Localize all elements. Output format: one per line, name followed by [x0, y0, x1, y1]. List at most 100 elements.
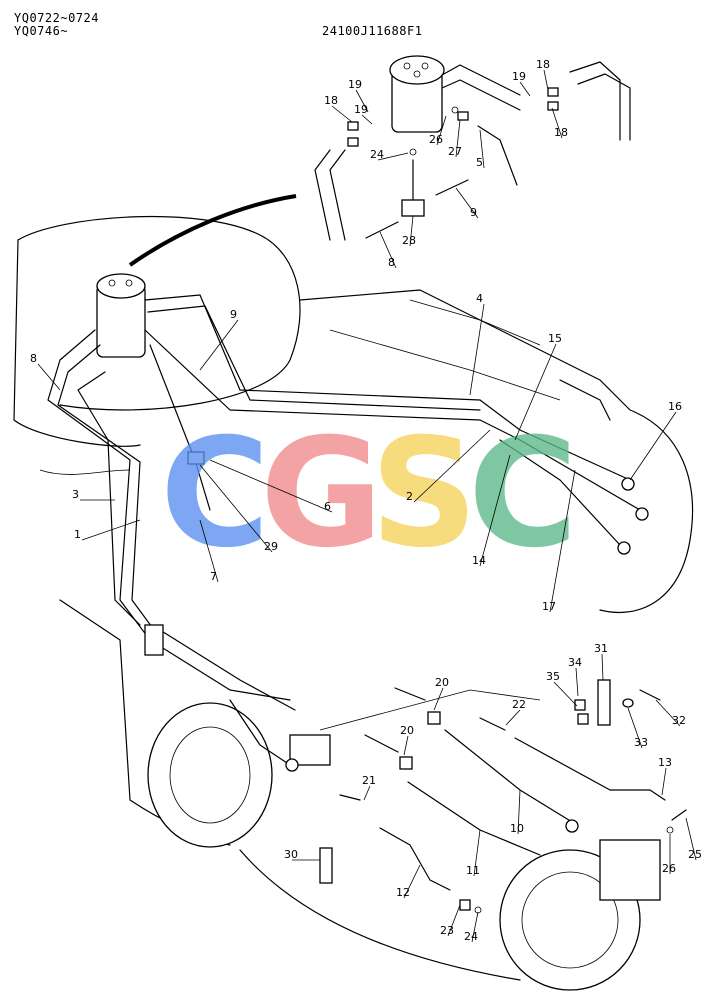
callout-leader: [403, 864, 421, 899]
callout-leader: [433, 687, 444, 711]
callout-leader: [575, 667, 579, 697]
callout-label: 19: [512, 70, 526, 83]
callout-leader: [377, 152, 409, 161]
callout-label: 25: [688, 848, 702, 861]
callout-label: 28: [402, 234, 416, 247]
callout-label: 23: [440, 924, 454, 937]
callout-label: 26: [662, 862, 676, 875]
callout-leader: [479, 454, 511, 567]
callout-label: 5: [476, 156, 483, 169]
callout-leader: [469, 303, 485, 396]
callout-label: 24: [464, 930, 478, 943]
callout-leader: [409, 215, 414, 247]
callout-label: 4: [476, 292, 483, 305]
callout-leader: [473, 829, 481, 877]
callout-leader: [436, 115, 447, 146]
callout-label: 22: [512, 698, 526, 711]
callout-leader: [629, 411, 677, 481]
watermark-letter-4: C: [468, 407, 578, 581]
callout-leader: [553, 681, 578, 707]
callout-label: 9: [470, 206, 477, 219]
watermark-letter-2: G: [260, 407, 383, 581]
callout-leader: [447, 904, 461, 937]
callout-label: 34: [568, 656, 582, 669]
callout-label: 19: [348, 78, 362, 91]
callout-label: 2: [406, 490, 413, 503]
callout-label: 18: [536, 58, 550, 71]
callout-leader: [549, 469, 576, 613]
callout-label: 10: [510, 822, 524, 835]
callout-label: 14: [472, 554, 486, 567]
callout-label: 18: [324, 94, 338, 107]
drawing-number: 24100J11688F1: [322, 24, 423, 38]
callout-leader: [601, 653, 604, 681]
callout-leader: [471, 911, 479, 943]
callout-leader: [413, 429, 491, 503]
callout-leader: [685, 817, 697, 861]
callout-label: 6: [324, 500, 331, 513]
callout-label: 15: [548, 332, 562, 345]
callout-leader: [37, 363, 61, 391]
watermark-letter-1: C: [160, 407, 270, 581]
callout-label: 3: [72, 488, 79, 501]
callout-leader: [355, 89, 369, 113]
callout-leader: [81, 519, 141, 541]
callout-leader: [363, 785, 371, 801]
callout-label: 27: [448, 145, 462, 158]
watermark: C G S C: [160, 407, 578, 581]
watermark-letter-3: S: [370, 407, 478, 581]
swivel-joint-detail: [314, 55, 631, 241]
callout-leader: [199, 464, 273, 553]
callout-leader: [519, 81, 531, 97]
callout-label: 29: [264, 540, 278, 553]
loose-parts: [319, 679, 687, 914]
machine-outline: [13, 194, 694, 991]
callout-leader: [655, 699, 681, 727]
callout-label: 24: [370, 148, 384, 161]
callout-label: 32: [672, 714, 686, 727]
callout-leader: [199, 319, 239, 371]
callout-label: 20: [435, 676, 449, 689]
callout-leader: [551, 107, 563, 139]
callout-label: 1: [74, 528, 81, 541]
callout-labels: 1819191818192627524928894158163621291471…: [30, 58, 702, 943]
callout-label: 11: [466, 864, 480, 877]
serial-range-1: YQ0722~0724: [14, 11, 99, 25]
callout-leader: [514, 343, 557, 441]
callout-leader: [361, 114, 373, 125]
callout-leader: [379, 231, 397, 269]
callout-leader: [479, 129, 485, 169]
callout-leader: [505, 709, 521, 726]
callout-label: 8: [388, 256, 395, 269]
callout-leader: [403, 735, 409, 756]
serial-range-2: YQ0746~: [14, 24, 69, 38]
callout-leader: [331, 105, 353, 123]
callout-label: 33: [634, 736, 648, 749]
main-piping: [47, 273, 649, 772]
callout-label: 8: [30, 352, 37, 365]
callout-leader: [455, 119, 461, 158]
callout-label: 21: [362, 774, 376, 787]
callout-label: 12: [396, 886, 410, 899]
callout-label: 17: [542, 600, 556, 613]
callout-label: 18: [554, 126, 568, 139]
callout-label: 30: [284, 848, 298, 861]
callout-label: 26: [429, 133, 443, 146]
callout-label: 20: [400, 724, 414, 737]
callout-leader: [455, 187, 479, 219]
callout-label: 7: [210, 570, 217, 583]
callout-label: 35: [546, 670, 560, 683]
callout-label: 19: [354, 103, 368, 116]
callout-leader: [517, 789, 521, 835]
callout-label: 13: [658, 756, 672, 769]
callout-label: 31: [594, 642, 608, 655]
callout-leader: [543, 69, 549, 91]
callout-label: 9: [230, 308, 237, 321]
callout-leader: [209, 459, 333, 513]
callout-leader: [661, 767, 667, 796]
callout-leader: [199, 519, 219, 583]
callout-label: 16: [668, 400, 682, 413]
callout-leader: [627, 707, 643, 749]
